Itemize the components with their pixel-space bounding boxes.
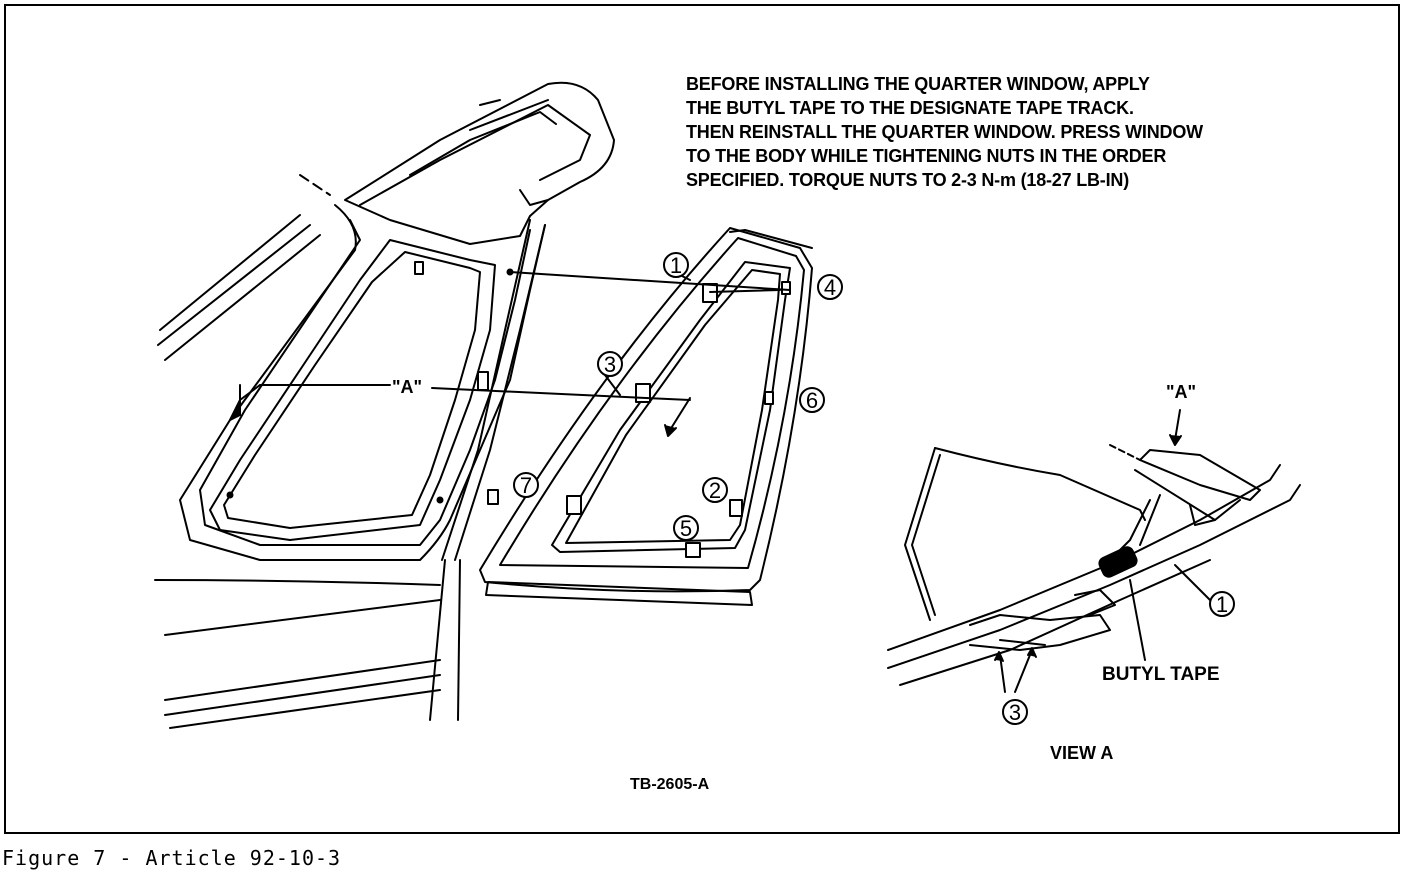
label-view-a: VIEW A (1050, 743, 1114, 763)
leader-lines (239, 269, 791, 437)
instruction-line: SPECIFIED. TORQUE NUTS TO 2-3 N-m (18-27… (686, 170, 1129, 190)
svg-text:1: 1 (670, 253, 682, 278)
svg-text:2: 2 (709, 478, 721, 503)
label-a-view: "A" (1166, 382, 1197, 402)
instruction-line: BEFORE INSTALLING THE QUARTER WINDOW, AP… (686, 74, 1150, 94)
callout-6: 6 (799, 387, 825, 413)
callout-view-3: 3 (1002, 699, 1028, 725)
svg-text:4: 4 (824, 275, 836, 300)
instruction-line: THEN REINSTALL THE QUARTER WINDOW. PRESS… (686, 122, 1203, 142)
callout-1: 1 (663, 252, 689, 278)
instruction-line: THE BUTYL TAPE TO THE DESIGNATE TAPE TRA… (686, 98, 1134, 118)
installation-instructions: BEFORE INSTALLING THE QUARTER WINDOW, AP… (686, 72, 1203, 192)
svg-text:3: 3 (1009, 700, 1021, 725)
label-a-main: "A" (392, 377, 423, 397)
callouts: 1 4 3 6 7 2 5 1 3 (513, 252, 1235, 725)
svg-text:6: 6 (806, 388, 818, 413)
callout-3: 3 (597, 351, 623, 377)
callout-4: 4 (817, 274, 843, 300)
callout-7: 7 (513, 472, 539, 498)
callout-2: 2 (702, 477, 728, 503)
instruction-line: TO THE BODY WHILE TIGHTENING NUTS IN THE… (686, 146, 1167, 166)
label-butyl-tape: BUTYL TAPE (1102, 664, 1220, 685)
svg-text:3: 3 (604, 352, 616, 377)
figure-caption: Figure 7 - Article 92-10-3 (2, 846, 342, 870)
svg-text:1: 1 (1216, 592, 1228, 617)
callout-view-1: 1 (1209, 591, 1235, 617)
figure-frame (4, 4, 1400, 834)
callout-5: 5 (673, 515, 699, 541)
body-opening-drawing (154, 204, 546, 729)
view-a-drawing (887, 409, 1301, 693)
roof-pillar-drawing (299, 81, 615, 245)
svg-text:7: 7 (520, 473, 532, 498)
svg-text:5: 5 (680, 516, 692, 541)
drawing-number: TB-2605-A (630, 776, 710, 793)
